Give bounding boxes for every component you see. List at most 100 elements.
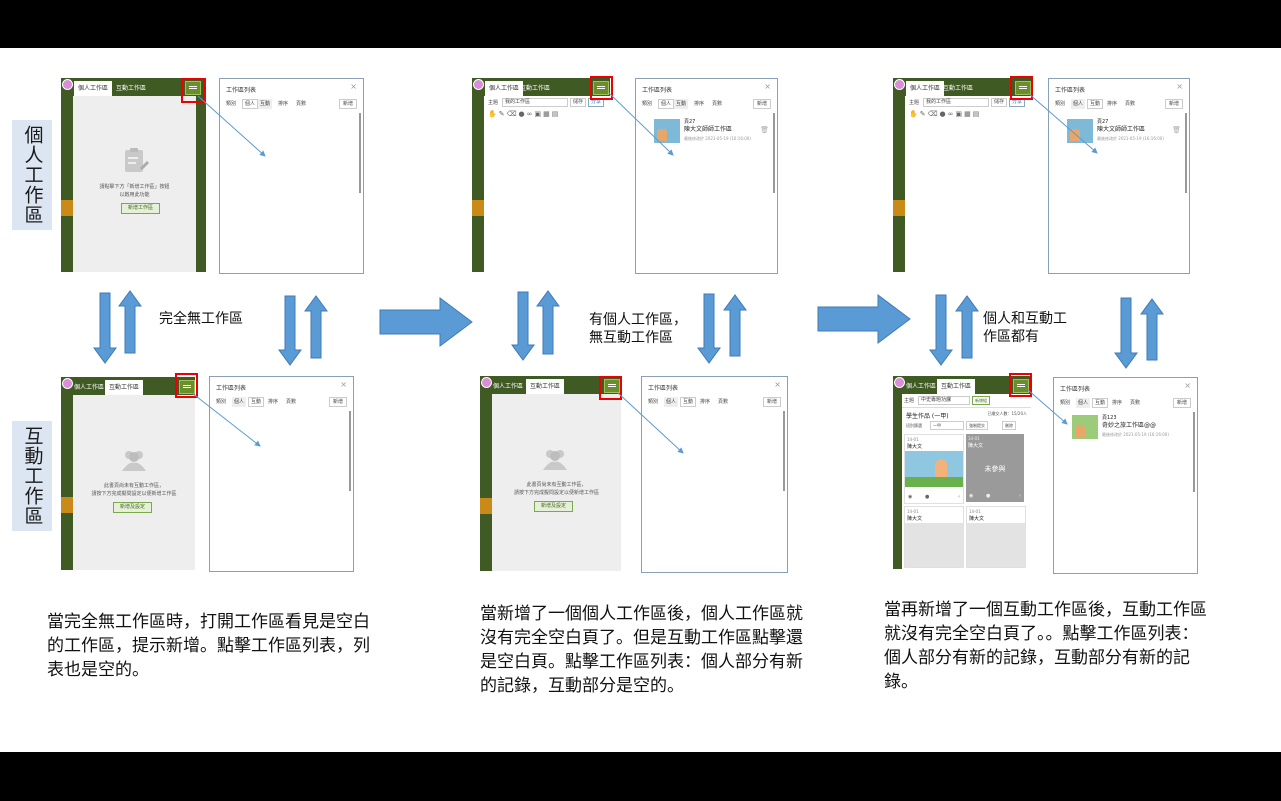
- list-icon[interactable]: [593, 81, 609, 95]
- close-icon[interactable]: ×: [1184, 381, 1191, 390]
- new-button[interactable]: 新增: [1172, 398, 1191, 408]
- link-icon[interactable]: ∞: [947, 110, 956, 118]
- mic-icon[interactable]: ●: [518, 110, 527, 118]
- tab-personal[interactable]: 個人工作區: [74, 81, 113, 96]
- sort-select[interactable]: 頁數: [1130, 400, 1141, 406]
- collapse-handle[interactable]: [61, 461, 70, 479]
- share-icon[interactable]: ‹: [1019, 493, 1021, 499]
- work-card[interactable]: 14-01 陳大文: [904, 506, 964, 568]
- collapse-handle[interactable]: [893, 163, 902, 181]
- list-icon[interactable]: [179, 380, 195, 394]
- doc-icon[interactable]: ▤: [972, 110, 982, 118]
- seg-personal[interactable]: 個人: [1076, 398, 1091, 408]
- work-card-not-joined[interactable]: 14-01 陳大文 未參與 ◉ ● ‹: [966, 434, 1024, 502]
- close-icon[interactable]: ×: [1176, 82, 1183, 91]
- work-card[interactable]: 14-01 陳大文 ◉ ● ‹: [904, 434, 964, 504]
- eraser-icon[interactable]: ⌫: [927, 110, 940, 118]
- new-button[interactable]: 新增: [328, 397, 347, 407]
- eraser-icon[interactable]: ⌫: [506, 110, 519, 118]
- item-thumbnail[interactable]: [654, 119, 680, 143]
- sort-select[interactable]: 頁數: [286, 399, 297, 405]
- save-button[interactable]: 儲存: [991, 98, 1008, 107]
- seg-interactive[interactable]: 互動: [674, 99, 689, 109]
- sort-select[interactable]: 頁數: [1125, 101, 1136, 107]
- scrollbar[interactable]: [349, 411, 351, 491]
- item-thumbnail[interactable]: [1072, 415, 1098, 439]
- mic-icon[interactable]: ●: [939, 110, 948, 118]
- close-icon[interactable]: ×: [340, 380, 347, 389]
- tab-personal[interactable]: 個人工作區: [485, 81, 524, 96]
- scrollbar[interactable]: [773, 113, 775, 193]
- image-icon[interactable]: ▣: [534, 110, 544, 118]
- item-name[interactable]: 奇妙之旅工作區@@: [1102, 422, 1157, 429]
- sort-select[interactable]: 頁數: [718, 399, 729, 405]
- list-icon[interactable]: [604, 379, 620, 393]
- collapse-handle[interactable]: [893, 461, 902, 479]
- tab-personal[interactable]: 個人工作區: [74, 384, 105, 391]
- close-icon[interactable]: ×: [774, 380, 781, 389]
- mic-icon[interactable]: ●: [925, 494, 930, 500]
- doc-icon[interactable]: ▤: [551, 110, 561, 118]
- collapse-handle[interactable]: [480, 461, 489, 479]
- eye-icon[interactable]: ◉: [969, 493, 974, 499]
- new-button[interactable]: 新增: [752, 99, 771, 109]
- topic-tag[interactable]: 新增組: [972, 396, 990, 405]
- scrollbar[interactable]: [783, 411, 785, 491]
- item-name[interactable]: 陳大文師師工作區: [684, 126, 733, 133]
- scrollbar[interactable]: [1193, 412, 1195, 492]
- seg-personal[interactable]: 個人: [232, 397, 247, 407]
- tab-personal[interactable]: 個人工作區: [493, 383, 524, 390]
- tab-interactive[interactable]: 互動工作區: [116, 85, 147, 92]
- work-card[interactable]: 14-01 陳大文: [966, 506, 1026, 568]
- item-name[interactable]: 陳大文師師工作區: [1097, 126, 1146, 133]
- tab-personal[interactable]: 個人工作區: [906, 81, 945, 96]
- collapse-handle[interactable]: [472, 163, 481, 181]
- tab-personal[interactable]: 個人工作區: [906, 383, 937, 390]
- force-submit-button[interactable]: 強制提交: [966, 421, 988, 430]
- collapse-handle[interactable]: [61, 163, 70, 181]
- hand-icon[interactable]: ✋: [909, 110, 920, 118]
- trash-icon[interactable]: 🗑: [1172, 126, 1181, 134]
- grid-icon[interactable]: ▦: [964, 110, 973, 118]
- seg-interactive[interactable]: 互動: [680, 397, 697, 407]
- save-button[interactable]: 儲存: [570, 98, 587, 107]
- tab-interactive[interactable]: 互動工作區: [526, 379, 565, 394]
- topic-input[interactable]: 我的工作區: [502, 98, 568, 107]
- pen-icon[interactable]: ✎: [498, 110, 507, 118]
- trash-icon[interactable]: 🗑: [760, 126, 769, 134]
- tab-interactive[interactable]: 互動工作區: [943, 85, 974, 92]
- image-icon[interactable]: ▣: [955, 110, 965, 118]
- scrollbar[interactable]: [359, 113, 361, 193]
- seg-personal[interactable]: 個人: [242, 99, 259, 109]
- seg-interactive[interactable]: 互動: [248, 397, 265, 407]
- close-icon[interactable]: ×: [350, 82, 357, 91]
- class-select[interactable]: 一甲: [930, 421, 964, 430]
- seg-interactive[interactable]: 互動: [1087, 99, 1104, 109]
- topic-input[interactable]: 我的工作區: [923, 98, 989, 107]
- new-button[interactable]: 新增: [338, 99, 357, 109]
- seg-personal[interactable]: 個人: [664, 397, 679, 407]
- grid-icon[interactable]: ▦: [543, 110, 552, 118]
- seg-interactive[interactable]: 互動: [258, 99, 273, 109]
- list-icon[interactable]: [1015, 81, 1031, 95]
- add-and-set-button[interactable]: 新增及設定: [534, 501, 574, 512]
- mic-icon[interactable]: ●: [986, 493, 991, 499]
- hand-icon[interactable]: ✋: [488, 110, 499, 118]
- sort-select[interactable]: 頁數: [712, 101, 723, 107]
- pen-icon[interactable]: ✎: [919, 110, 928, 118]
- topic-input[interactable]: 中史專題功課: [918, 396, 970, 405]
- new-button[interactable]: 新增: [762, 397, 781, 407]
- seg-personal[interactable]: 個人: [1071, 99, 1086, 109]
- list-icon[interactable]: [1013, 379, 1029, 393]
- tab-interactive[interactable]: 互動工作區: [520, 85, 551, 92]
- delete-button[interactable]: 刪除: [1002, 421, 1016, 430]
- seg-personal[interactable]: 個人: [658, 99, 675, 109]
- close-icon[interactable]: ×: [764, 82, 771, 91]
- link-icon[interactable]: ∞: [526, 110, 535, 118]
- add-and-set-button[interactable]: 新增及設定: [113, 502, 153, 513]
- scrollbar[interactable]: [1185, 113, 1187, 193]
- tab-interactive[interactable]: 互動工作區: [105, 380, 144, 395]
- new-button[interactable]: 新增: [1164, 99, 1183, 109]
- add-workspace-button[interactable]: 新增工作區: [121, 203, 161, 214]
- share-icon[interactable]: ‹: [958, 494, 960, 500]
